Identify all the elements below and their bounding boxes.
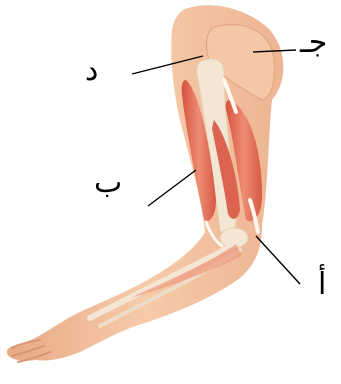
- leader-line-alif: [256, 236, 300, 284]
- label-alif: أ: [318, 270, 326, 300]
- label-dal: د: [85, 56, 98, 86]
- elbow-joint: [220, 228, 248, 248]
- leader-line-ba: [148, 170, 196, 206]
- label-ba: ب: [94, 168, 122, 198]
- label-jim: جـ: [300, 28, 327, 58]
